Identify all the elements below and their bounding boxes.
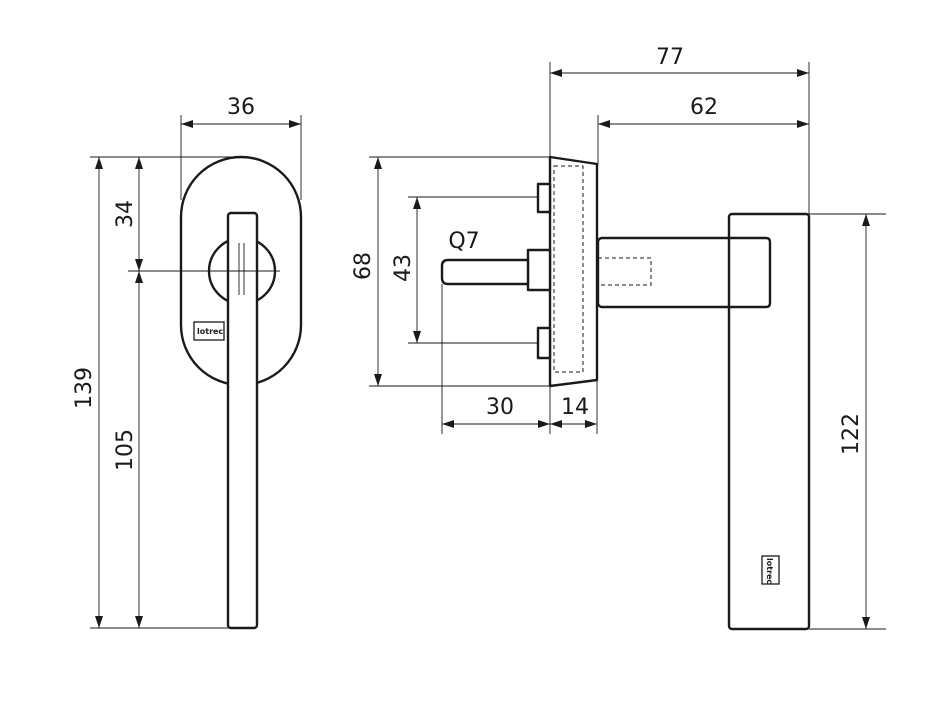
arrow-68-bottom	[374, 374, 382, 386]
arrow-34-bottom	[135, 259, 143, 271]
dim-label-30: 30	[486, 395, 514, 420]
side-logo: lotrec	[761, 555, 780, 585]
front-logo-text: lotrec	[197, 327, 223, 336]
arrow-62-left	[598, 120, 610, 128]
upper-screw-boss	[536, 182, 552, 214]
arrow-43-bottom	[413, 331, 421, 343]
side-rose-inner	[553, 165, 584, 373]
dim-label-77: 77	[656, 45, 684, 70]
arrow-68-top	[374, 157, 382, 169]
dim-label-36: 36	[227, 95, 255, 120]
spindle-q7	[440, 258, 530, 286]
lever-grip	[727, 212, 811, 631]
arrow-139-bottom	[95, 616, 103, 628]
dim-label-105: 105	[113, 429, 138, 471]
front-view: lotrec 36 139 34 105	[72, 95, 303, 630]
arrow-105-top	[135, 271, 143, 283]
dim-label-122: 122	[839, 413, 864, 455]
arrow-14-right	[585, 420, 597, 428]
lower-screw-boss	[536, 326, 552, 360]
arrow-77-left	[550, 69, 562, 77]
side-view: lotrec 77 62 68 43 Q7	[351, 45, 886, 631]
arrow-62-right	[797, 120, 809, 128]
front-lever	[226, 211, 259, 630]
dim-label-43: 43	[391, 254, 416, 282]
lever-neck-inner-dashed	[597, 257, 652, 286]
arrow-139-top	[95, 157, 103, 169]
arrow-14-left	[550, 420, 562, 428]
dim-label-34: 34	[113, 200, 138, 228]
arrow-34-top	[135, 157, 143, 169]
dim-label-14: 14	[561, 395, 589, 420]
arrow-43-top	[413, 197, 421, 209]
arrow-122-bottom	[862, 617, 870, 629]
dim-label-139: 139	[72, 367, 97, 409]
arrow-30-left	[442, 420, 454, 428]
dim-label-62: 62	[690, 95, 718, 120]
arrow-105-bottom	[135, 616, 143, 628]
dim-label-68: 68	[351, 252, 376, 280]
side-logo-text: lotrec	[765, 558, 774, 584]
arrow-77-right	[797, 69, 809, 77]
arrow-122-top	[862, 214, 870, 226]
arrow-36-left	[181, 120, 193, 128]
side-rose	[548, 155, 599, 388]
spindle-label-q7: Q7	[448, 229, 479, 254]
arrow-30-right	[538, 420, 550, 428]
front-logo: lotrec	[193, 321, 225, 341]
arrow-36-right	[289, 120, 301, 128]
spindle-collar	[526, 248, 552, 292]
lever-neck-end	[729, 236, 772, 309]
